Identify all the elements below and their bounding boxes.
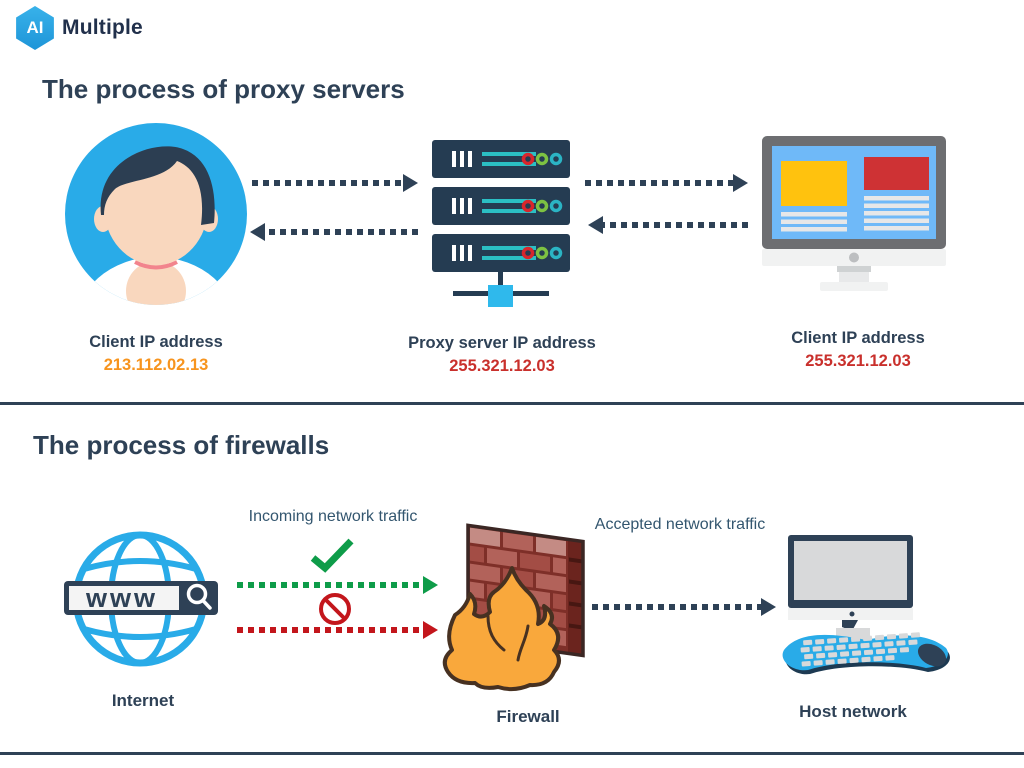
destination-ip-title: Client IP address bbox=[791, 329, 925, 347]
no-entry-icon bbox=[319, 593, 351, 625]
firewall-section-title: The process of firewalls bbox=[33, 430, 330, 460]
host-network-label: Host network bbox=[799, 702, 907, 721]
firewall-brick-flame-icon bbox=[442, 523, 585, 692]
firewall-label: Firewall bbox=[496, 707, 560, 726]
accepted-traffic-label: Accepted network traffic bbox=[594, 516, 766, 533]
logo-brand-text: Multiple bbox=[62, 16, 143, 39]
www-text: www bbox=[85, 583, 158, 613]
client-ip-value: 213.112.02.13 bbox=[103, 356, 209, 374]
proxy-section-title: The process of proxy servers bbox=[42, 74, 405, 104]
desktop-monitor-icon bbox=[762, 136, 946, 291]
arrow-client-to-proxy bbox=[252, 174, 418, 192]
aimultiple-logo: AI Multiple bbox=[14, 6, 143, 50]
client-avatar-icon bbox=[65, 123, 247, 305]
arrow-proxy-to-destination bbox=[585, 174, 748, 192]
bottom-border-line bbox=[0, 752, 1024, 755]
arrow-destination-to-proxy bbox=[588, 216, 748, 234]
section-divider bbox=[0, 402, 1024, 405]
proxy-ip-label: Proxy server IP address 255.321.12.03 bbox=[377, 332, 627, 378]
check-icon bbox=[310, 538, 354, 573]
proxy-ip-title: Proxy server IP address bbox=[408, 334, 596, 352]
logo-ai-text: AI bbox=[26, 18, 44, 37]
client-ip-label: Client IP address 213.112.02.13 bbox=[36, 331, 276, 377]
proxy-ip-value: 255.321.12.03 bbox=[449, 357, 555, 375]
arrow-allowed-traffic bbox=[237, 576, 438, 594]
globe-www-icon: www bbox=[64, 531, 218, 667]
incoming-traffic-label: Incoming network traffic bbox=[248, 508, 418, 525]
proxy-server-icon bbox=[432, 140, 570, 307]
arrow-firewall-to-host bbox=[592, 598, 776, 616]
search-icon bbox=[186, 583, 212, 610]
arrow-proxy-to-client bbox=[250, 223, 418, 241]
host-computer-icon bbox=[782, 535, 950, 675]
arrow-blocked-traffic bbox=[237, 621, 438, 639]
destination-ip-value: 255.321.12.03 bbox=[805, 352, 911, 370]
client-ip-title: Client IP address bbox=[89, 333, 223, 351]
destination-ip-label: Client IP address 255.321.12.03 bbox=[733, 327, 983, 373]
internet-label: Internet bbox=[111, 691, 175, 710]
logo-hexagon-icon: AI bbox=[16, 6, 54, 50]
